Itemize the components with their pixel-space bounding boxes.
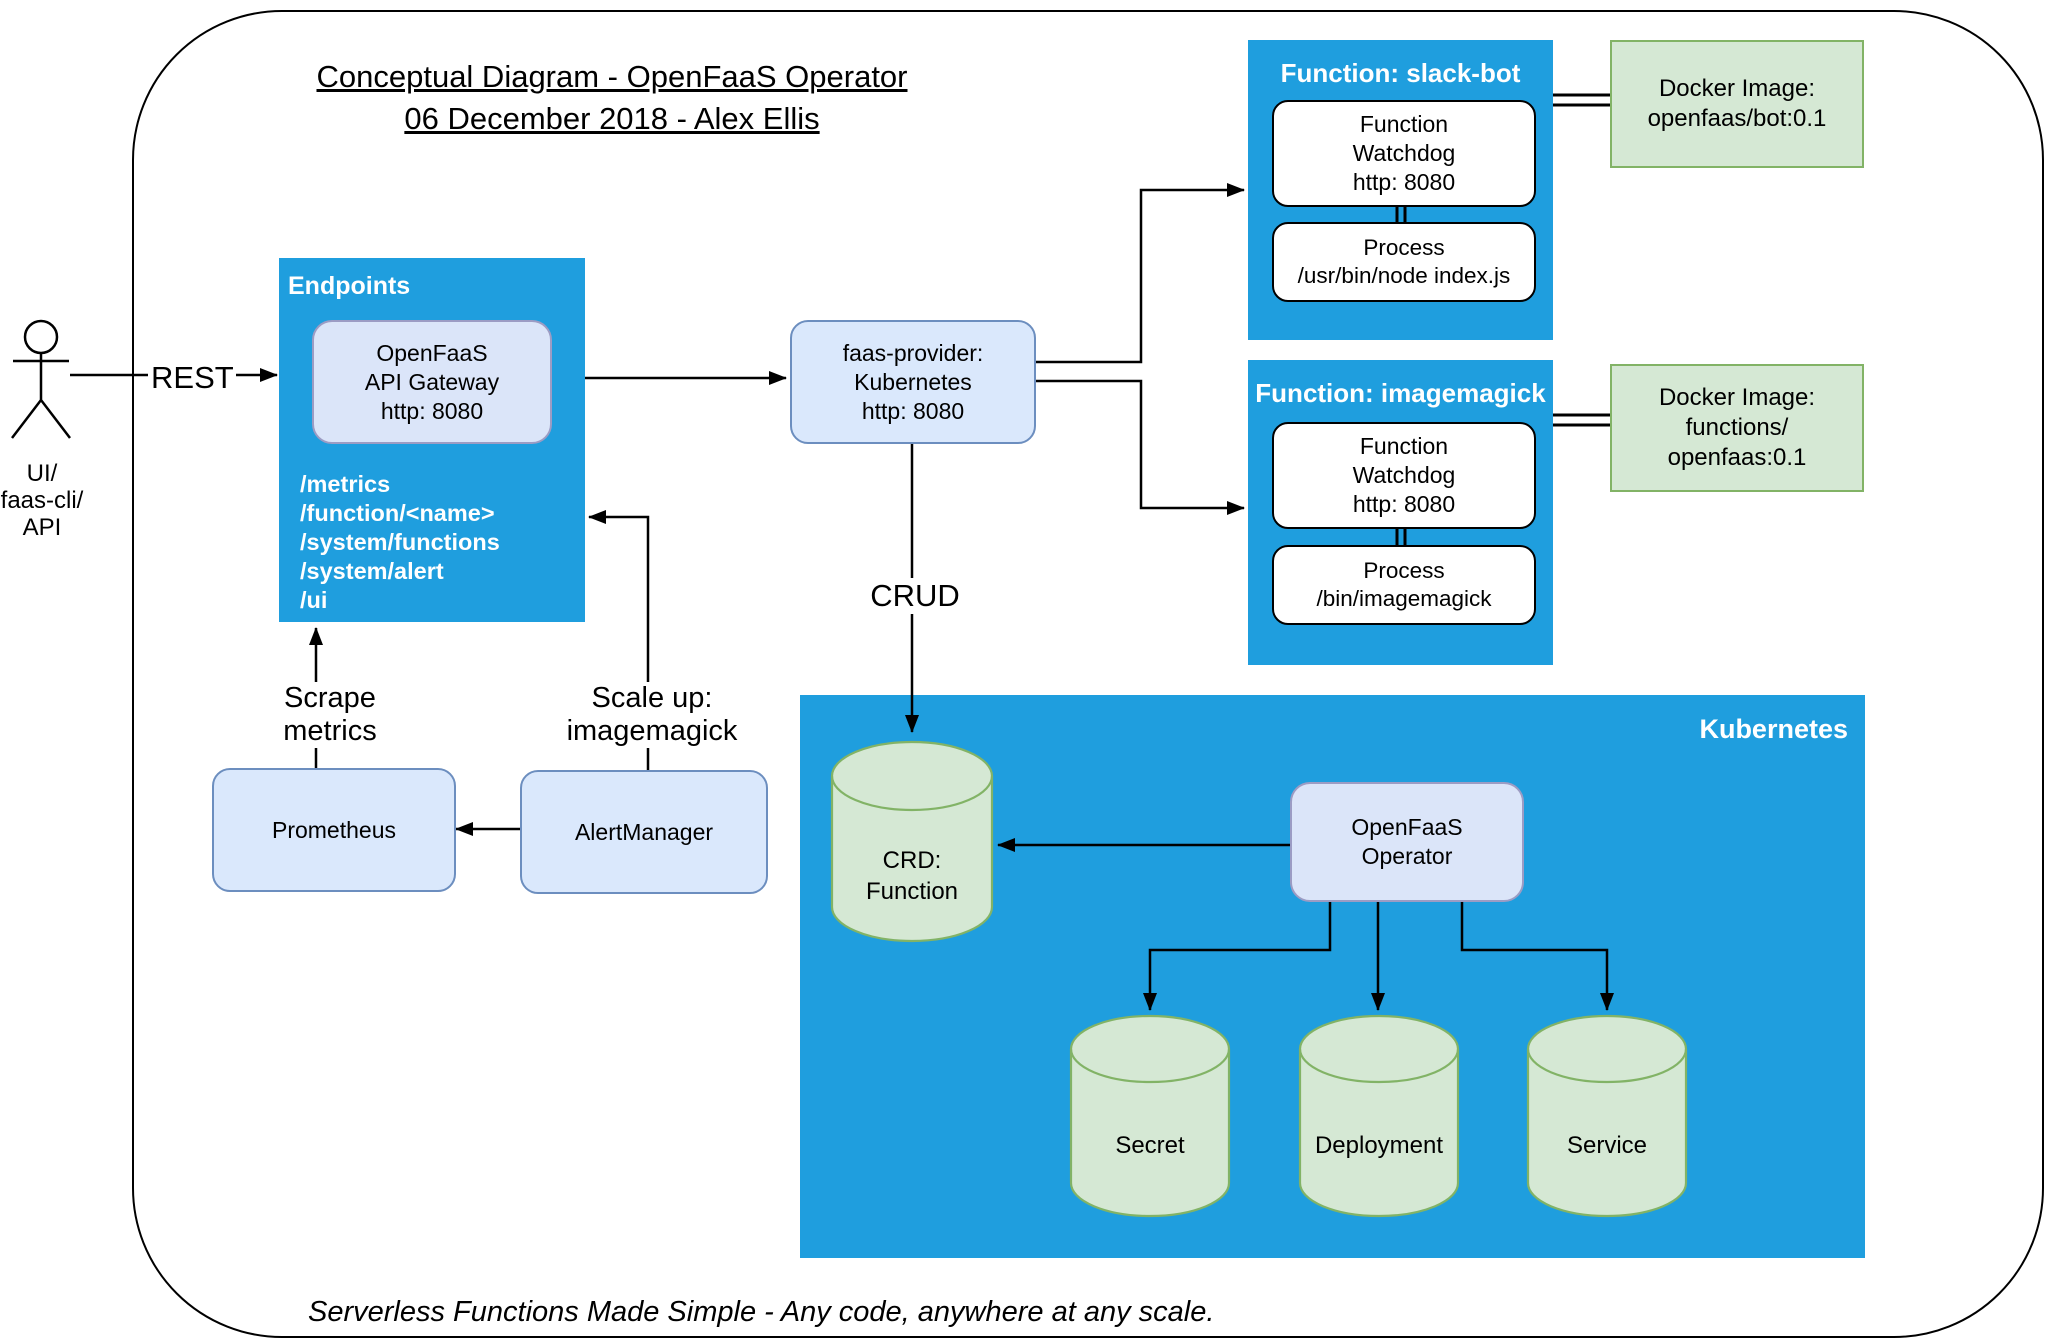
slackbot-process-node: Process /usr/bin/node index.js xyxy=(1272,222,1536,302)
function-imagemagick-title: Function: imagemagick xyxy=(1255,378,1546,408)
slackbot-docker-link xyxy=(1553,93,1610,107)
actor-label: UI/ faas-cli/ API xyxy=(0,460,84,541)
faas-provider-node: faas-provider: Kubernetes http: 8080 xyxy=(790,320,1036,444)
service-cylinder xyxy=(1526,1014,1688,1218)
endpoint-path: /system/functions xyxy=(300,529,500,555)
deployment-label: Deployment xyxy=(1314,1132,1444,1159)
alertmanager-node: AlertManager xyxy=(520,770,768,894)
endpoints-path-list: /metrics /function/<name> /system/functi… xyxy=(300,470,500,615)
slackbot-docker-image-node: Docker Image: openfaas/bot:0.1 xyxy=(1610,40,1864,168)
footer-caption: Serverless Functions Made Simple - Any c… xyxy=(308,1296,1215,1328)
operator-to-service-arrow xyxy=(1460,898,1614,1011)
slackbot-watchdog-node: Function Watchdog http: 8080 xyxy=(1272,100,1536,207)
endpoint-path: /metrics xyxy=(300,471,391,497)
provider-to-slackbot-arrow xyxy=(1032,183,1245,364)
kubernetes-title: Kubernetes xyxy=(1699,714,1848,744)
endpoints-title: Endpoints xyxy=(288,272,411,300)
operator-to-secret-arrow xyxy=(1143,898,1332,1011)
crd-function-cylinder xyxy=(830,740,994,943)
prometheus-node: Prometheus xyxy=(212,768,456,892)
openfaas-operator-node: OpenFaaS Operator xyxy=(1290,782,1524,902)
imagemagick-process-node: Process /bin/imagemagick xyxy=(1272,545,1536,625)
endpoint-path: /system/alert xyxy=(300,558,444,584)
secret-cylinder xyxy=(1069,1014,1231,1218)
actor-icon xyxy=(11,319,71,439)
imagemagick-docker-link xyxy=(1553,413,1610,427)
diagram-title-line1: Conceptual Diagram - OpenFaaS Operator xyxy=(316,59,908,94)
imagemagick-docker-image-node: Docker Image: functions/ openfaas:0.1 xyxy=(1610,364,1864,492)
function-slack-bot-title: Function: slack-bot xyxy=(1280,58,1521,88)
secret-label: Secret xyxy=(1115,1132,1185,1159)
scrape-metrics-label: Scrape metrics xyxy=(254,682,406,748)
crud-label: CRUD xyxy=(852,578,978,614)
diagram-title-line2: 06 December 2018 - Alex Ellis xyxy=(404,101,820,136)
crd-function-label: CRD: Function xyxy=(865,847,959,905)
rest-label: REST xyxy=(148,360,236,396)
deployment-cylinder xyxy=(1298,1014,1460,1218)
diagram-outer-frame xyxy=(132,10,2044,1338)
endpoint-path: /ui xyxy=(300,587,328,613)
openfaas-api-gateway-node: OpenFaaS API Gateway http: 8080 xyxy=(312,320,552,444)
diagram-title: Conceptual Diagram - OpenFaaS Operator 0… xyxy=(312,56,912,140)
imagemagick-watchdog-node: Function Watchdog http: 8080 xyxy=(1272,422,1536,529)
service-label: Service xyxy=(1566,1132,1648,1159)
endpoint-path: /function/<name> xyxy=(300,500,495,526)
provider-to-imagemagick-arrow xyxy=(1032,379,1245,515)
scale-up-label: Scale up: imagemagick xyxy=(560,682,744,748)
